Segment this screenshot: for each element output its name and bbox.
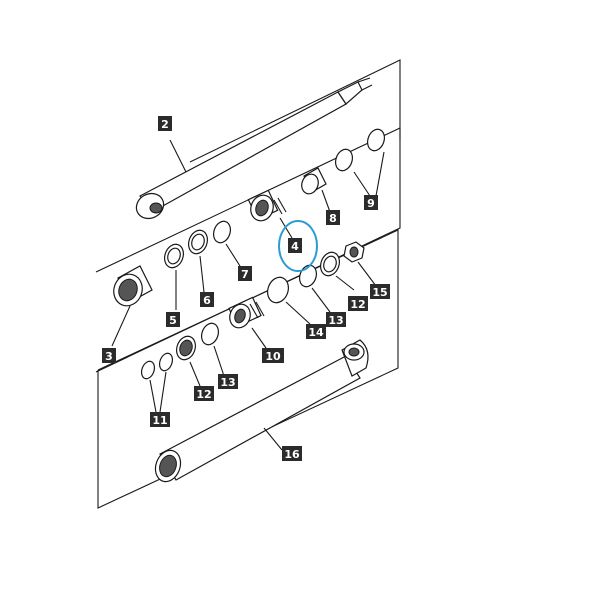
part-labels: 2 3 4 5 6 7 8 9 [102, 116, 390, 461]
label-13-upper[interactable]: 13 [326, 312, 346, 327]
label-3[interactable]: 3 [102, 348, 116, 363]
o-rings-11 [140, 352, 174, 413]
label-15[interactable]: 15 [370, 284, 390, 299]
svg-text:15: 15 [372, 286, 387, 299]
nut-15 [343, 241, 377, 287]
svg-text:2: 2 [161, 118, 169, 131]
svg-text:4: 4 [291, 240, 299, 253]
svg-text:8: 8 [329, 212, 337, 225]
label-7[interactable]: 7 [238, 266, 252, 281]
gland-nut-4 [247, 189, 293, 239]
svg-text:11: 11 [152, 414, 167, 427]
piston-rod [135, 77, 373, 220]
cylinder-barrel-16 [154, 339, 369, 483]
svg-text:10: 10 [265, 350, 281, 363]
label-12-upper[interactable]: 12 [348, 296, 368, 311]
piston-10 [228, 296, 267, 349]
label-14[interactable]: 14 [306, 324, 326, 339]
svg-text:12: 12 [350, 298, 365, 311]
label-13-lower[interactable]: 13 [218, 374, 238, 389]
ring-14 [267, 276, 311, 325]
label-5[interactable]: 5 [166, 312, 180, 327]
label-4[interactable]: 4 [288, 238, 302, 253]
label-2[interactable]: 2 [158, 116, 172, 131]
wiper-7 [212, 220, 241, 267]
svg-text:13: 13 [328, 314, 343, 327]
label-11[interactable]: 11 [150, 412, 170, 427]
seal-5 [163, 243, 185, 310]
svg-text:16: 16 [284, 448, 300, 461]
label-10[interactable]: 10 [262, 348, 284, 363]
highlight-callout [278, 220, 318, 272]
svg-text:12: 12 [196, 388, 211, 401]
o-rings-9 [334, 128, 386, 197]
label-9[interactable]: 9 [364, 195, 378, 210]
label-12-lower[interactable]: 12 [194, 386, 214, 401]
svg-text:5: 5 [169, 314, 177, 327]
svg-text:3: 3 [105, 350, 113, 363]
gland-3 [111, 265, 153, 347]
svg-text:6: 6 [203, 294, 211, 307]
label-16[interactable]: 16 [282, 446, 302, 461]
leader-line [169, 139, 187, 173]
bushing-8 [301, 167, 331, 213]
label-6[interactable]: 6 [200, 292, 214, 307]
seal-12-lower [175, 335, 201, 387]
svg-text:13: 13 [220, 376, 235, 389]
label-8[interactable]: 8 [326, 210, 340, 225]
svg-text:9: 9 [367, 197, 375, 210]
svg-text:14: 14 [308, 326, 324, 339]
seal-12-upper [319, 251, 355, 291]
svg-text:7: 7 [241, 268, 249, 281]
seal-6 [187, 229, 209, 293]
o-ring-13-lower [200, 322, 225, 377]
